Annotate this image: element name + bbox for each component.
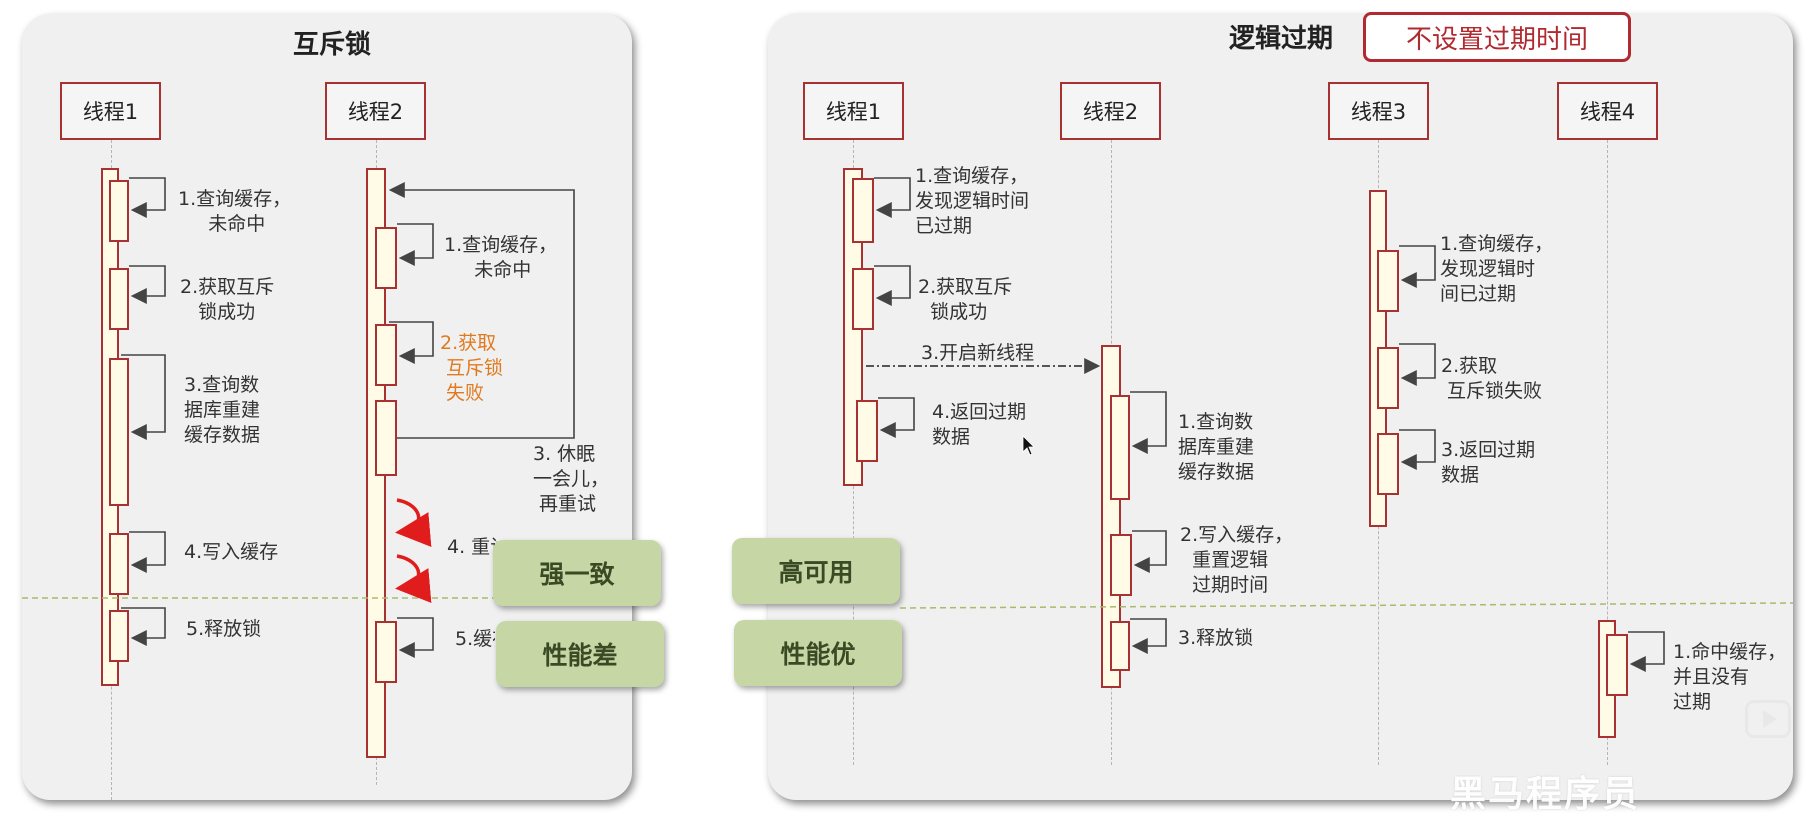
right-t4-step1-activation — [1606, 634, 1628, 696]
left-t2-step1-activation — [375, 227, 397, 289]
right-t3-step2-activation — [1377, 347, 1399, 409]
left-t1-step1-activation — [109, 180, 129, 242]
right-t2-step3-label: 3.释放锁 — [1178, 627, 1254, 649]
right-thread3-box: 线程3 — [1328, 82, 1429, 140]
right-t3-step1-label: 1.查询缓存， 发现逻辑时 间已过期 — [1440, 233, 1554, 305]
right-t2-step2-activation — [1110, 534, 1132, 596]
cursor-icon — [1022, 435, 1035, 456]
right-t3-step2-label: 2.获取 互斥锁失败 — [1441, 355, 1543, 402]
right-thread2-box: 线程2 — [1060, 82, 1161, 140]
high-availability-badge: 高可用 — [732, 538, 900, 604]
right-t3-step1-activation — [1377, 250, 1399, 312]
left-t2-step4-label: 4. 重试 — [447, 536, 497, 558]
watermark: 黑马程序员 — [1450, 774, 1641, 815]
left-t2-step5-label: 5.缓存 — [455, 628, 495, 650]
mutex-title: 互斥锁 — [293, 30, 372, 60]
right-thread4-lifeline — [1607, 140, 1608, 765]
left-t1-step4-activation — [109, 533, 129, 595]
left-t2-step1-label: 1.查询缓存， 未命中 — [444, 234, 558, 281]
right-t1-newthread-label: 3.开启新线程 — [921, 342, 1035, 364]
left-t1-step5-activation — [109, 610, 129, 662]
left-t1-step4-label: 4.写入缓存 — [184, 541, 279, 563]
left-thread2-box: 线程2 — [325, 82, 426, 140]
left-t2-step2-label: 2.获取 互斥锁 失败 — [440, 332, 504, 404]
right-t2-step1-label: 1.查询数 据库重建 缓存数据 — [1178, 411, 1255, 483]
left-t1-step5-label: 5.释放锁 — [186, 618, 262, 640]
poor-performance-badge: 性能差 — [496, 621, 664, 687]
left-t2-step5-activation — [375, 621, 397, 683]
right-thread1-box: 线程1 — [803, 82, 904, 140]
right-t1-step1-activation — [852, 178, 874, 243]
left-t2-step3-activation — [375, 400, 397, 476]
left-t1-step2-activation — [109, 268, 129, 330]
left-t2-step3-label: 3. 休眠 一会儿， 再重试 — [533, 443, 610, 515]
left-t2-step2-activation — [375, 324, 397, 386]
strong-consistency-badge: 强一致 — [493, 540, 661, 606]
right-t3-step3-label: 3.返回过期 数据 — [1441, 439, 1536, 486]
right-t3-step3-activation — [1377, 433, 1399, 495]
right-t1-step4-activation — [856, 400, 878, 462]
right-t1-step4-label: 4.返回过期 数据 — [932, 401, 1027, 448]
right-thread4-box: 线程4 — [1557, 82, 1658, 140]
good-performance-badge: 性能优 — [734, 620, 902, 686]
no-expire-badge: 不设置过期时间 — [1363, 12, 1631, 62]
right-t4-step1-label: 1.命中缓存， 并且没有 过期 — [1673, 641, 1787, 713]
left-thread1-box: 线程1 — [60, 82, 161, 140]
left-t1-step3-label: 3.查询数 据库重建 缓存数据 — [184, 374, 261, 446]
left-t1-step2-label: 2.获取互斥 锁成功 — [180, 276, 275, 323]
right-t1-step2-activation — [852, 268, 874, 330]
left-t1-step3-activation — [109, 358, 129, 506]
play-icon[interactable] — [1745, 700, 1791, 738]
left-t1-step1-label: 1.查询缓存， 未命中 — [178, 188, 292, 235]
right-t1-step2-label: 2.获取互斥 锁成功 — [918, 276, 1013, 323]
right-t2-step1-activation — [1110, 395, 1130, 500]
retry-arrow-icon — [395, 498, 432, 603]
right-t2-step3-activation — [1110, 621, 1130, 671]
right-t2-step2-label: 2.写入缓存， 重置逻辑 过期时间 — [1180, 524, 1294, 596]
right-t1-step1-label: 1.查询缓存， 发现逻辑时间 已过期 — [915, 165, 1030, 237]
logical-expire-title: 逻辑过期 — [1229, 24, 1334, 54]
